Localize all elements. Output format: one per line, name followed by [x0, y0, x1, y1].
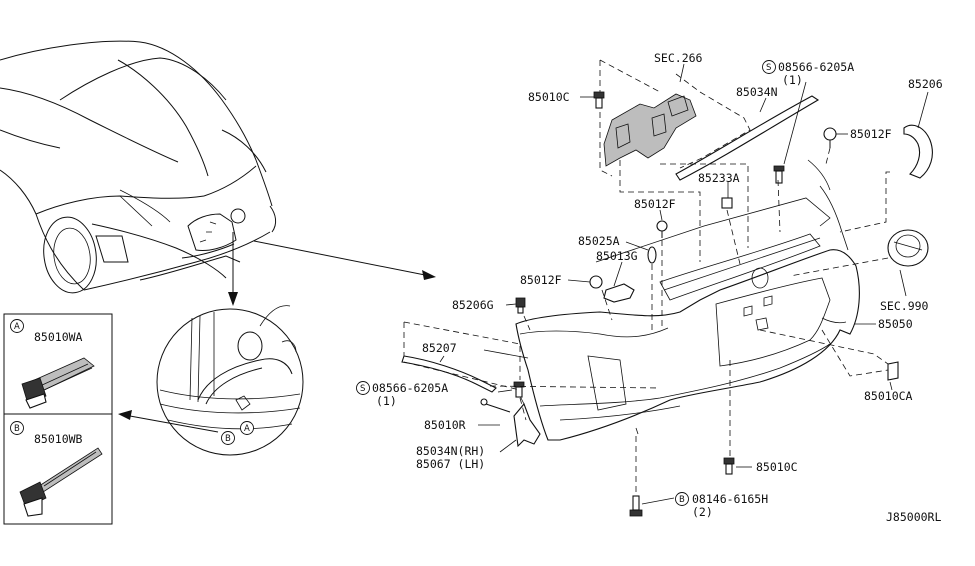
detail-circle: B A	[156, 305, 304, 456]
bolt-symbol	[675, 492, 689, 506]
label-85010wb: 85010WB	[34, 432, 83, 446]
rear-bumper-85050	[515, 159, 860, 441]
fastener-85012f-mid	[656, 220, 668, 238]
label-85034n: 85034N	[736, 85, 778, 99]
callout-box-arrow	[118, 410, 219, 433]
trim-strip-85034n	[675, 95, 820, 181]
fastener-85010c-bottom	[723, 457, 735, 475]
detail-callout-a-text: A	[244, 424, 250, 434]
label-85206: 85206	[908, 77, 943, 91]
label-85025a: 85025A	[578, 234, 620, 248]
sec266-bracket	[603, 93, 697, 167]
bolt-prefix: B	[679, 495, 685, 505]
label-85012f-right: 85012F	[850, 127, 892, 141]
main-pointer-arrow	[253, 240, 436, 280]
label-08566-6205a-top: 08566-6205A	[778, 60, 854, 74]
label-08146-6165h: 08146-6165H	[692, 492, 768, 506]
screw-bottom-symbol	[356, 381, 370, 395]
callout-box-b: B 85010WB	[3, 413, 113, 525]
label-08566-6205a-bottom: 08566-6205A	[372, 381, 448, 395]
label-screw-bottom-qty: (1)	[376, 394, 397, 408]
block-85013g	[603, 283, 635, 303]
detail-callout-b-text: B	[225, 434, 231, 444]
label-85010c-bottom: 85010C	[756, 460, 798, 474]
detail-pointer-arrow	[228, 232, 238, 306]
dashed-lines	[403, 59, 890, 494]
fastener-85012f-right	[823, 127, 837, 148]
screw-08566-top	[773, 165, 785, 184]
screw-08566-bottom	[513, 381, 525, 398]
bracket-85034n-85067	[513, 395, 541, 448]
label-85010r: 85010R	[424, 418, 466, 432]
label-85233a: 85233A	[698, 171, 740, 185]
car-illustration	[0, 40, 277, 294]
screw-bottom-prefix: S	[360, 384, 365, 394]
sec990-part	[887, 229, 929, 267]
fastener-85010ca	[887, 361, 899, 381]
label-85010wa: 85010WA	[34, 330, 83, 344]
label-sec266: SEC.266	[654, 51, 703, 65]
screw-top-prefix: S	[766, 63, 771, 73]
label-85067-lh: 85067 (LH)	[416, 457, 485, 471]
diagram-id: J85000RL	[886, 510, 941, 524]
rivet-85010r	[480, 398, 511, 413]
trim-85206	[903, 124, 933, 179]
fastener-85012f-left	[589, 275, 603, 289]
detail-callout-b	[221, 431, 235, 445]
nut-85233a	[721, 197, 733, 209]
label-85010ca: 85010CA	[864, 389, 913, 403]
tie-85010wb-icon	[19, 447, 103, 517]
label-screw-top-qty: (1)	[782, 73, 803, 87]
bolt-08146	[629, 495, 643, 517]
callout-a-letter: A	[14, 322, 20, 332]
screw-top-symbol	[762, 60, 776, 74]
label-bolt-qty: (2)	[692, 505, 713, 519]
label-85013g: 85013G	[596, 249, 638, 263]
part-labels: SEC.266 85010C 85034N S 08566-6205A (1) …	[356, 51, 943, 524]
label-sec990: SEC.990	[880, 299, 929, 313]
label-85207: 85207	[422, 341, 457, 355]
leader-lines	[439, 63, 929, 505]
label-85010c-top: 85010C	[528, 90, 570, 104]
label-85012f-left: 85012F	[520, 273, 562, 287]
fastener-85025a	[647, 246, 657, 264]
label-85206g: 85206G	[452, 298, 494, 312]
bracket-85207	[401, 349, 529, 393]
detail-callout-a	[240, 421, 254, 435]
callout-box-a: A 85010WA	[3, 313, 113, 415]
clip-85206g	[515, 297, 526, 314]
clip-85010wa-icon	[21, 357, 95, 409]
label-85050: 85050	[878, 317, 913, 331]
fastener-85010c-top	[593, 91, 605, 109]
callout-b-letter: B	[14, 424, 20, 434]
label-85012f-mid: 85012F	[634, 197, 676, 211]
label-85034n-rh: 85034N(RH)	[416, 444, 485, 458]
